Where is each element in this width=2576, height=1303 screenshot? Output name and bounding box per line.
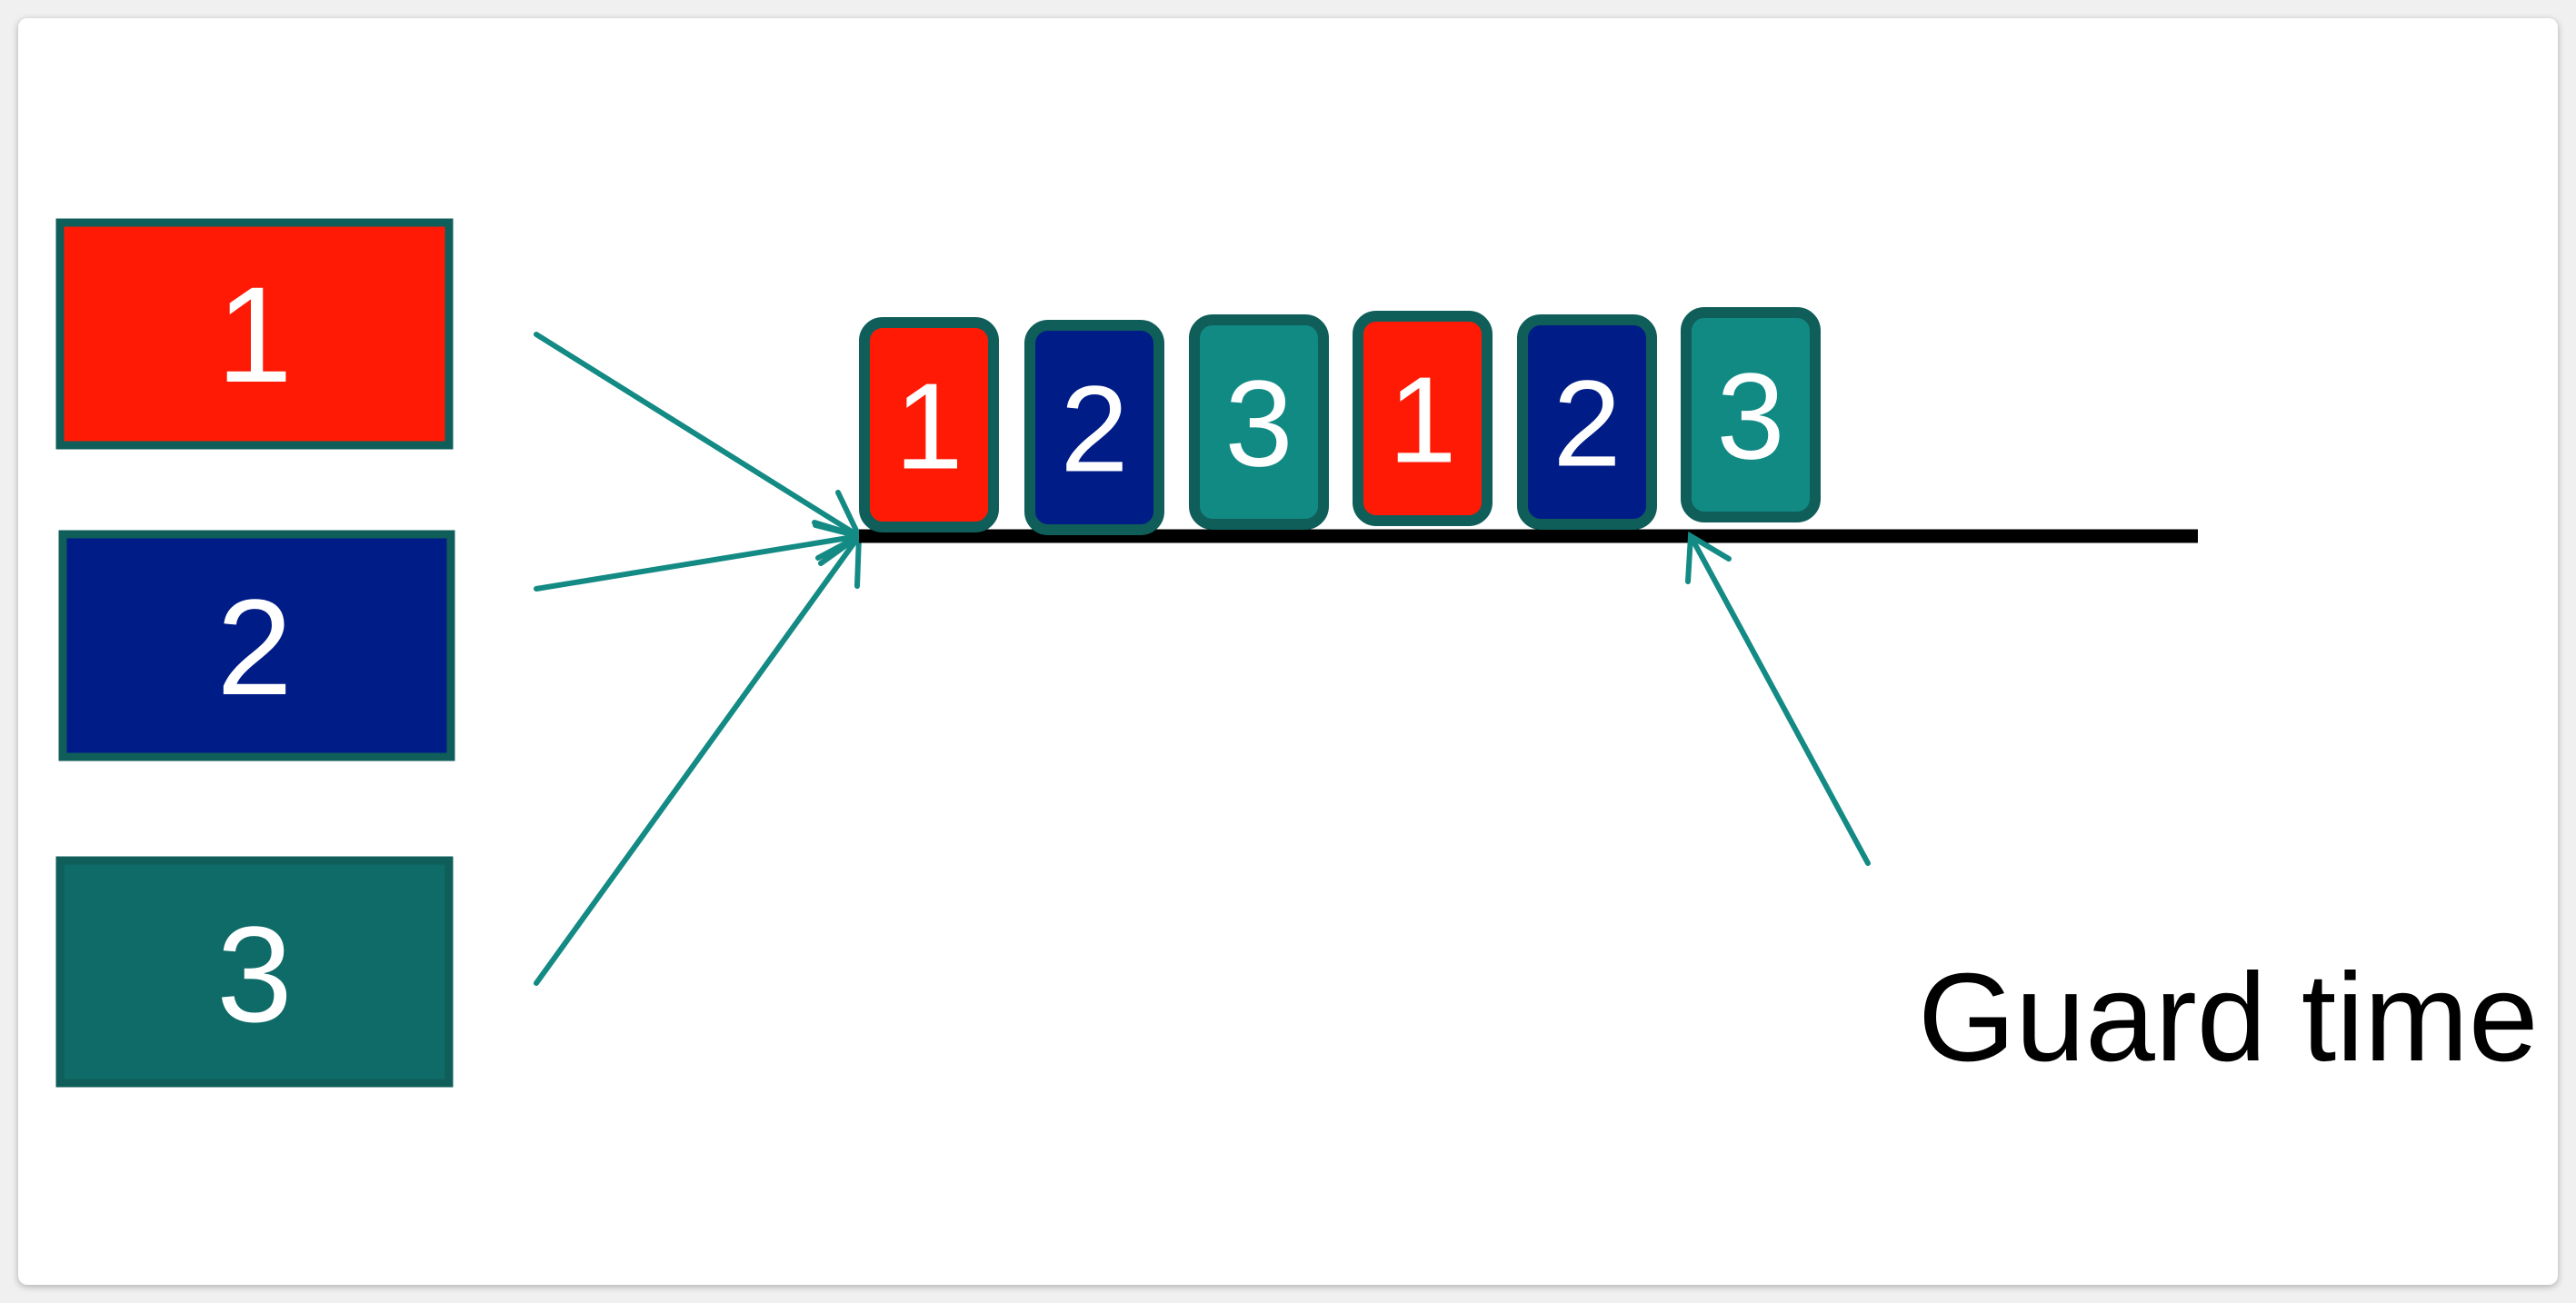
slot-6-rect: [1681, 307, 1821, 522]
slot-1-rect: [859, 317, 999, 532]
source-block-3-label: 3: [216, 898, 292, 1050]
source-block-2-rect: [58, 530, 455, 761]
source-block-3: 3: [55, 856, 454, 1088]
slot-6-label: 3: [1716, 348, 1784, 485]
source-block-1-label: 1: [216, 258, 292, 411]
source-block-1: 1: [55, 218, 454, 450]
slot-4-rect: [1353, 311, 1493, 526]
input-arrow-1: [534, 332, 862, 539]
slot-3: 3: [1189, 314, 1329, 530]
slot-3-label: 3: [1224, 355, 1293, 492]
input-arrow-2: [534, 533, 862, 592]
input-arrows: [534, 332, 866, 986]
slot-2-rect: [1024, 320, 1164, 535]
slot-6: 3: [1681, 307, 1821, 522]
guard-time-arrow-shaft: [1688, 533, 1871, 866]
slot-1-label: 1: [894, 358, 963, 495]
source-block-1-rect: [55, 218, 454, 450]
source-block-3-rect: [55, 856, 454, 1088]
slot-4: 1: [1353, 311, 1493, 526]
guard-time-label: Guard time: [1918, 948, 2539, 1088]
guard-time-arrow: [1685, 531, 1871, 866]
slot-5: 2: [1517, 314, 1657, 530]
source-block-2: 2: [58, 530, 455, 761]
guard-time-arrowhead: [1685, 531, 1732, 584]
slot-2-label: 2: [1060, 361, 1128, 498]
slot-5-label: 2: [1553, 355, 1621, 492]
input-arrow-3: [534, 533, 862, 986]
slot-2: 2: [1024, 320, 1164, 535]
slot-4-label: 1: [1388, 352, 1456, 489]
slot-1: 1: [859, 317, 999, 532]
slot-3-rect: [1189, 314, 1329, 530]
slot-5-rect: [1517, 314, 1657, 530]
source-block-2-label: 2: [216, 571, 292, 723]
